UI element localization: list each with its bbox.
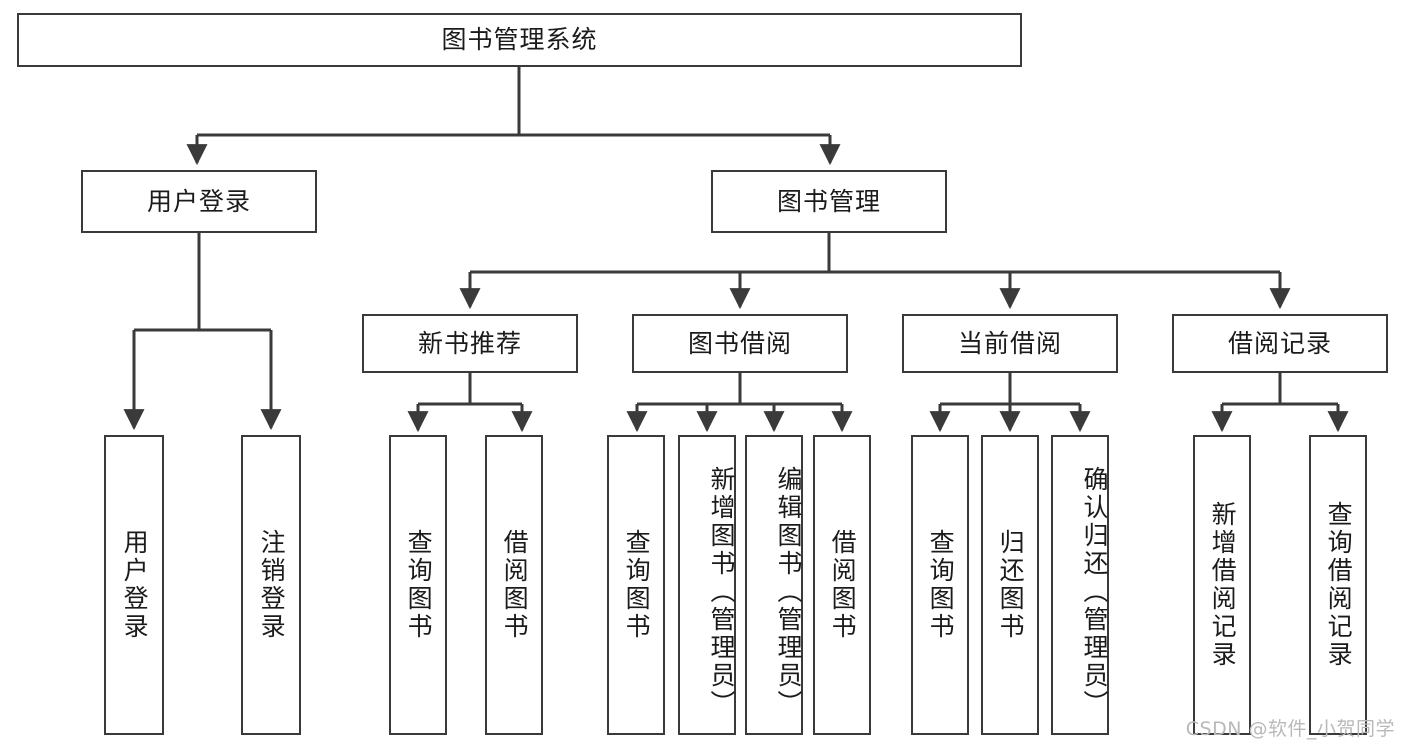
node-leaf-query-book-2[interactable]: 查询图书: [607, 435, 665, 735]
node-leaf-edit-book-label: 编辑图书（管理员）: [774, 466, 803, 718]
node-borrow-record[interactable]: 借阅记录: [1172, 314, 1388, 373]
node-leaf-query-record-label: 查询借阅记录: [1324, 501, 1354, 669]
node-leaf-user-logout[interactable]: 注销登录: [241, 435, 301, 735]
node-current-borrow-label: 当前借阅: [957, 328, 1062, 358]
node-leaf-query-book-1-label: 查询图书: [404, 529, 434, 641]
node-leaf-add-book-label: 新增图书（管理员）: [707, 466, 736, 718]
node-book-borrow[interactable]: 图书借阅: [632, 314, 848, 373]
node-leaf-borrow-book-2[interactable]: 借阅图书: [813, 435, 871, 735]
node-leaf-borrow-book-2-label: 借阅图书: [828, 529, 858, 641]
node-borrow-record-label: 借阅记录: [1227, 328, 1332, 358]
node-book-manage-label: 图书管理: [776, 186, 881, 216]
node-book-borrow-label: 图书借阅: [687, 328, 792, 358]
node-leaf-borrow-book-1-label: 借阅图书: [500, 529, 530, 641]
node-leaf-edit-book[interactable]: 编辑图书（管理员）: [745, 435, 803, 735]
node-user-login-label: 用户登录: [146, 186, 251, 216]
node-root-label: 图书管理系统: [441, 25, 598, 55]
node-leaf-query-record[interactable]: 查询借阅记录: [1309, 435, 1367, 735]
node-leaf-add-record[interactable]: 新增借阅记录: [1193, 435, 1251, 735]
node-leaf-confirm-return-label: 确认归还（管理员）: [1080, 466, 1109, 718]
node-new-book-rec[interactable]: 新书推荐: [362, 314, 578, 373]
csdn-watermark: CSDN @软件_小贺同学: [1185, 718, 1395, 740]
node-leaf-user-login-label: 用户登录: [120, 529, 150, 641]
node-book-manage[interactable]: 图书管理: [711, 170, 947, 233]
node-leaf-return-book[interactable]: 归还图书: [981, 435, 1039, 735]
node-new-book-rec-label: 新书推荐: [417, 328, 522, 358]
node-leaf-user-logout-label: 注销登录: [257, 529, 287, 641]
node-leaf-query-book-2-label: 查询图书: [622, 529, 652, 641]
node-leaf-borrow-book-1[interactable]: 借阅图书: [485, 435, 543, 735]
node-leaf-user-login[interactable]: 用户登录: [104, 435, 164, 735]
node-user-login[interactable]: 用户登录: [81, 170, 317, 233]
node-leaf-add-record-label: 新增借阅记录: [1208, 501, 1238, 669]
node-leaf-add-book[interactable]: 新增图书（管理员）: [678, 435, 736, 735]
node-leaf-confirm-return[interactable]: 确认归还（管理员）: [1051, 435, 1109, 735]
node-leaf-return-book-label: 归还图书: [996, 529, 1026, 641]
node-leaf-query-book-1[interactable]: 查询图书: [389, 435, 447, 735]
node-leaf-query-book-3-label: 查询图书: [926, 529, 956, 641]
node-leaf-query-book-3[interactable]: 查询图书: [911, 435, 969, 735]
node-root[interactable]: 图书管理系统: [17, 13, 1022, 67]
node-current-borrow[interactable]: 当前借阅: [902, 314, 1118, 373]
